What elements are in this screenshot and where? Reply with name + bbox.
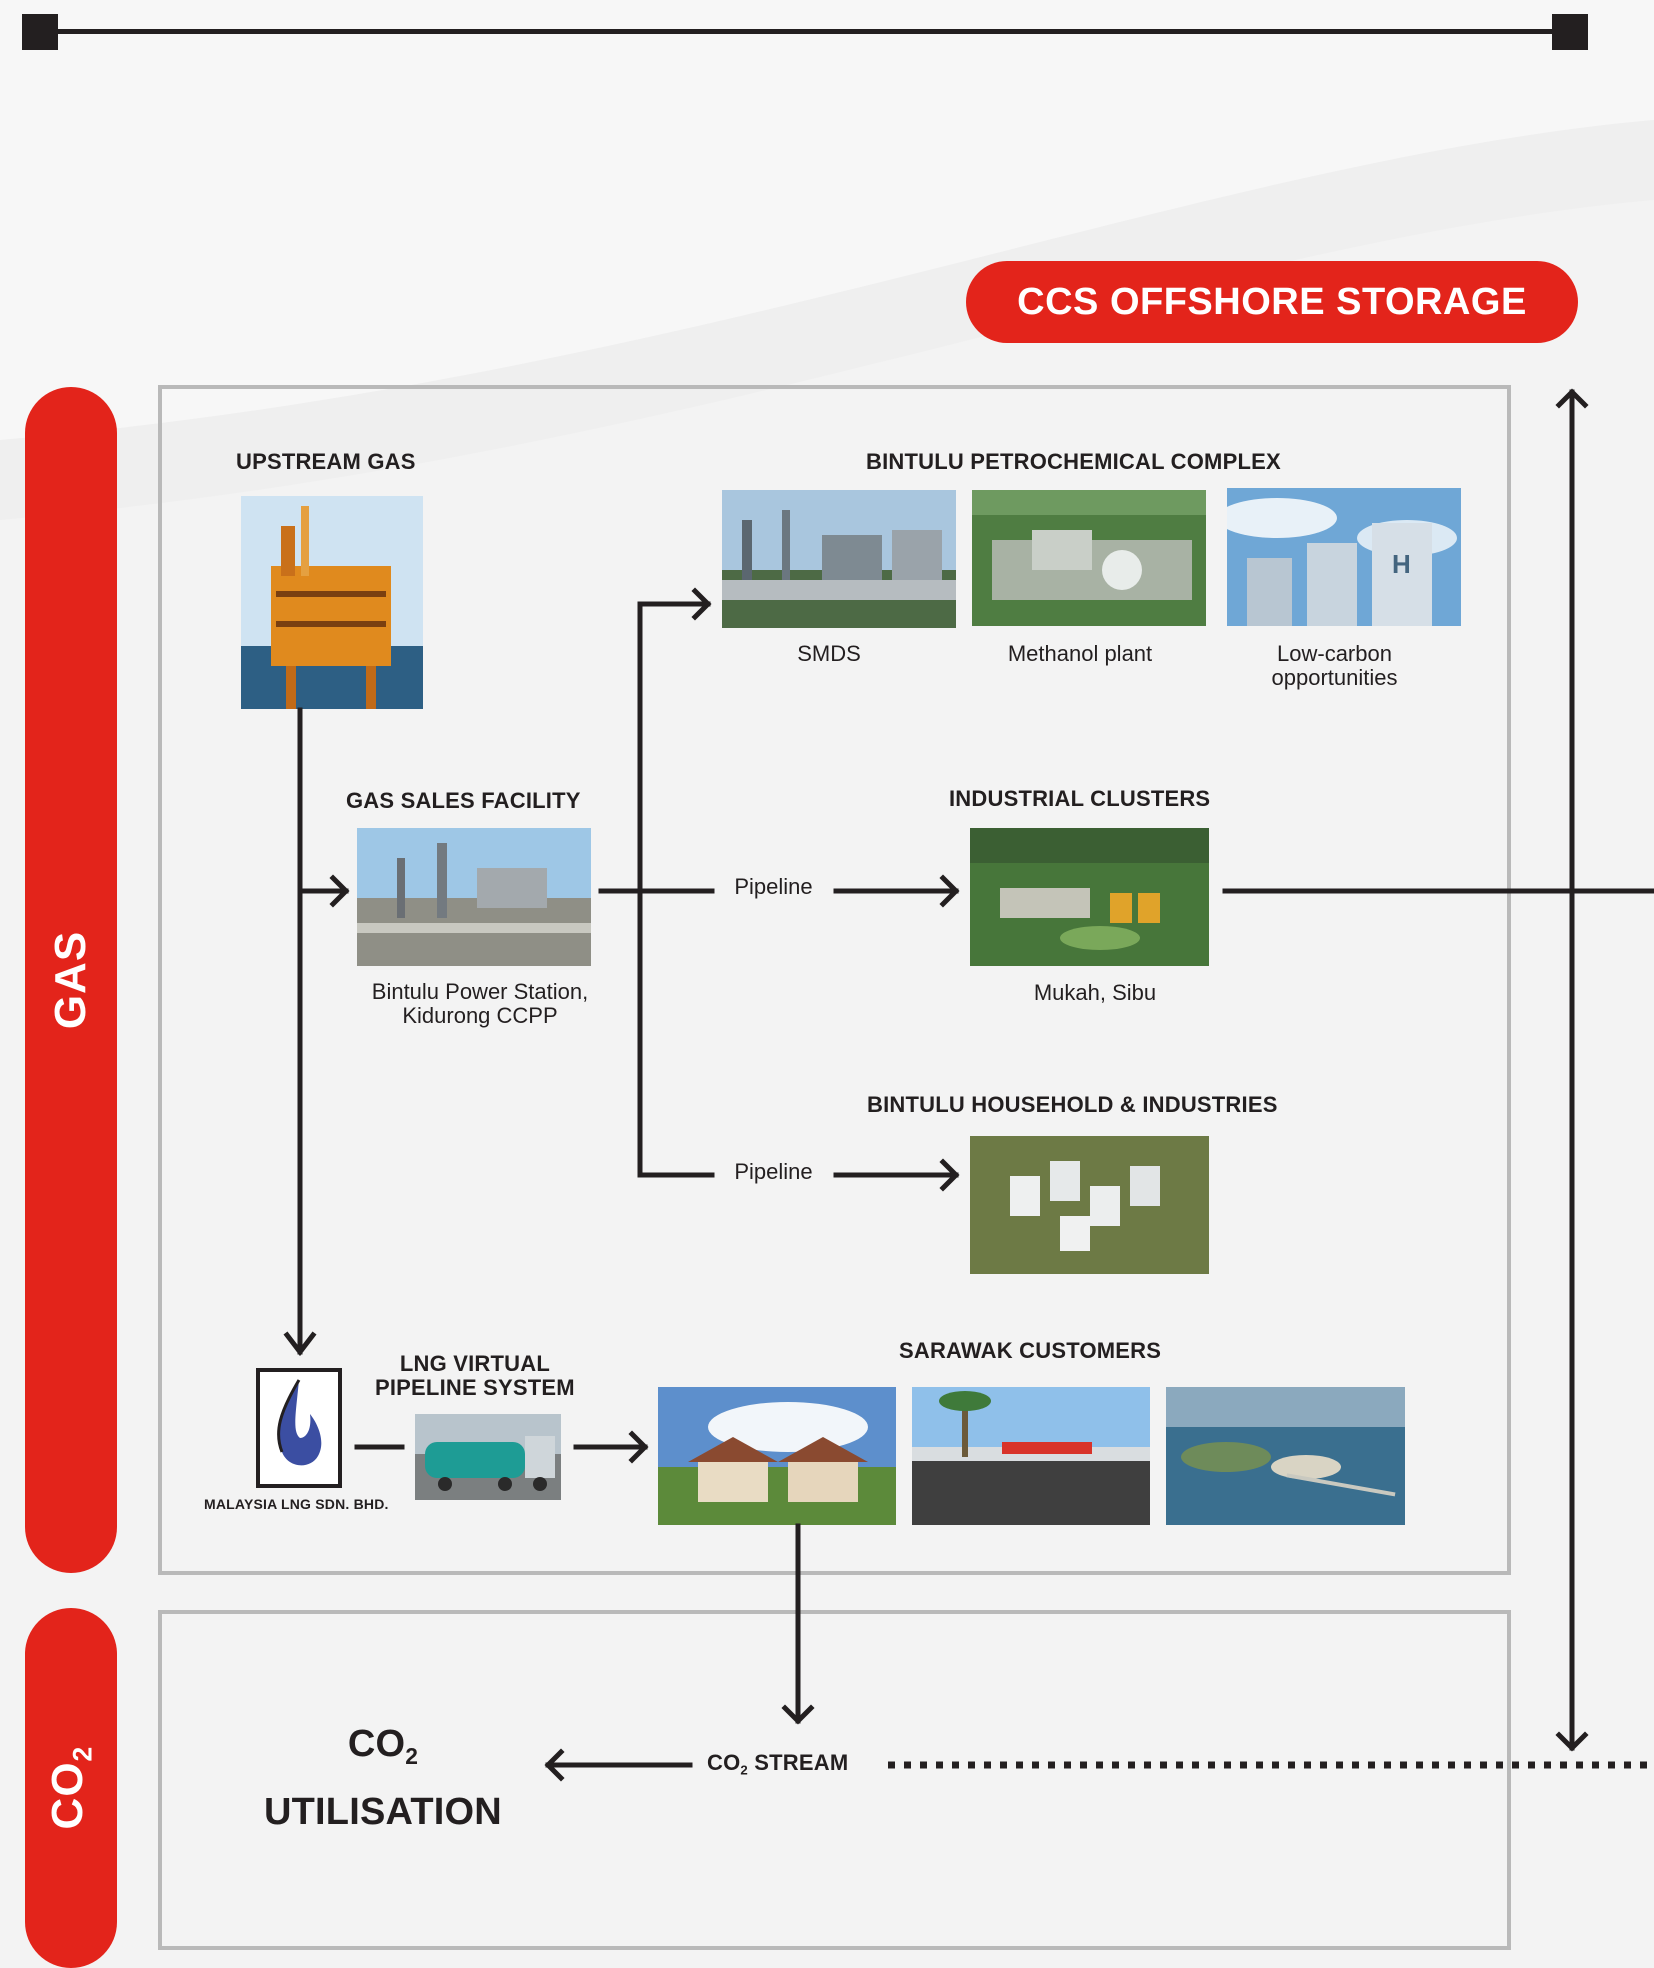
coastal-island-photo	[1166, 1387, 1405, 1525]
svg-text:H: H	[1392, 549, 1411, 579]
household-photo	[970, 1136, 1209, 1274]
co2-section-label: CO2	[43, 1746, 98, 1830]
lng-virtual-title: LNG VIRTUAL PIPELINE SYSTEM	[375, 1351, 575, 1400]
methanol-caption: Methanol plant	[1007, 641, 1153, 666]
refinery-photo	[722, 490, 956, 628]
household-title: BINTULU HOUSEHOLD & INDUSTRIES	[867, 1092, 1278, 1117]
low-carbon-caption: Low-carbon opportunities	[1271, 641, 1398, 690]
gas-sales-caption: Bintulu Power Station, Kidurong CCPP	[371, 979, 589, 1028]
gas-sales-title: GAS SALES FACILITY	[346, 788, 581, 813]
petrochem-title: BINTULU PETROCHEMICAL COMPLEX	[866, 449, 1281, 474]
gas-sales-facility-photo	[357, 828, 591, 966]
sarawak-customers-title: SARAWAK CUSTOMERS	[899, 1338, 1162, 1363]
industrial-caption: Mukah, Sibu	[1033, 980, 1157, 1005]
lng-tanker-truck-photo	[415, 1414, 561, 1500]
co2-stream-label: CO2 STREAM	[707, 1750, 849, 1778]
industrial-clusters-photo	[970, 828, 1209, 966]
industrial-clusters-title: INDUSTRIAL CLUSTERS	[949, 786, 1211, 811]
ccs-offshore-storage-label: CCS OFFSHORE STORAGE	[1017, 280, 1527, 323]
gas-section-pill: GAS	[25, 387, 117, 1573]
ccs-offshore-storage-badge: CCS OFFSHORE STORAGE	[966, 261, 1578, 343]
co2-utilisation-title: CO2 UTILISATION	[264, 1723, 502, 1833]
mlng-company-name: MALAYSIA LNG SDN. BHD.	[204, 1496, 389, 1512]
background-swoosh	[0, 0, 1654, 1917]
pipeline-label-household: Pipeline	[734, 1159, 813, 1184]
offshore-platform-photo	[241, 496, 423, 709]
smds-caption: SMDS	[797, 641, 861, 666]
shop-building-photo	[912, 1387, 1150, 1525]
upstream-gas-title: UPSTREAM GAS	[236, 449, 416, 474]
pipeline-label-industrial: Pipeline	[734, 874, 813, 899]
top-rule	[22, 14, 1588, 50]
gas-section-frame	[158, 385, 1511, 1575]
mlng-flame-logo	[256, 1368, 342, 1488]
gas-section-label: GAS	[46, 930, 96, 1030]
hydrogen-tanks-photo: H	[1227, 488, 1461, 626]
co2-section-pill: CO2	[25, 1608, 117, 1968]
methanol-plant-photo	[972, 490, 1206, 626]
houses-photo	[658, 1387, 896, 1525]
